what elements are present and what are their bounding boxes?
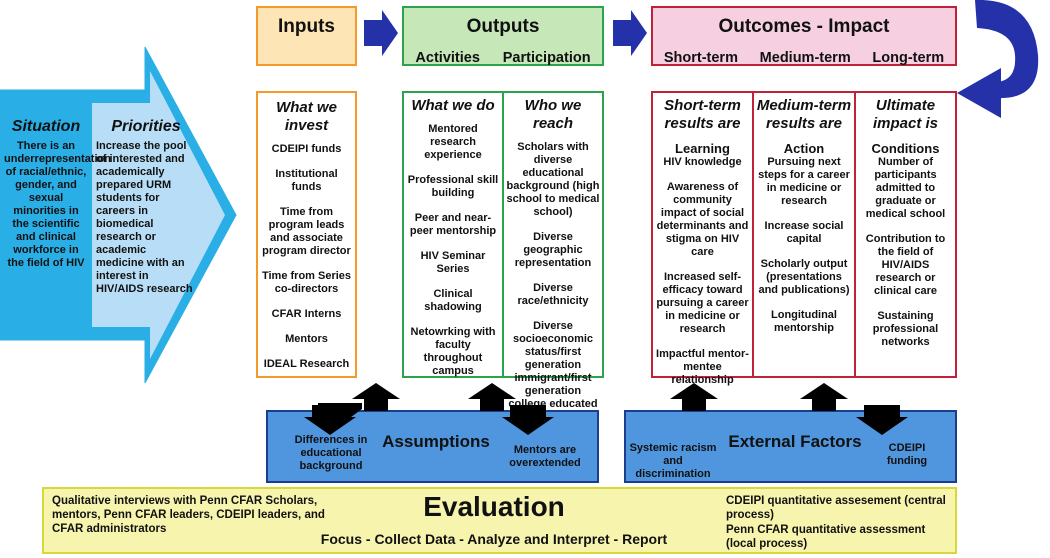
inputs-header: Inputs (256, 6, 357, 66)
ultimate-sub: Conditions (871, 141, 940, 156)
invest-item: CFAR Interns (271, 308, 342, 320)
reach-heading: Who we reach (524, 97, 582, 132)
medium-item: Pursuing next steps for a career in medi… (758, 156, 850, 207)
situation-block: Situation There is an underrepresentatio… (4, 118, 111, 270)
do-item: Peer and near-peer mentorship (409, 212, 497, 237)
ultimate-heading: Ultimate impact is (872, 97, 939, 132)
assumption-left: Differences in educational background (294, 434, 368, 472)
medium-sub: Action (783, 141, 825, 156)
outcomes-header: Outcomes - Impact Short-term Medium-term… (651, 6, 957, 66)
assumptions-box: Differences in educational background As… (266, 410, 599, 483)
medium-term-column: Medium-term results are Action Pursuing … (754, 91, 854, 347)
do-item: Netowrking with faculty throughout campu… (410, 326, 496, 377)
inputs-title: Inputs (278, 16, 335, 37)
do-item: HIV Seminar Series (420, 250, 486, 275)
short-item: HIV knowledge (663, 156, 742, 168)
outcomes-divider (854, 91, 856, 378)
situation-title: Situation (11, 118, 81, 135)
short-item: Increased self-efficacy toward pursuing … (656, 271, 749, 335)
reach-item: Diverse socioeconomic status/first gener… (508, 320, 598, 410)
invest-item: Time from program leads and associate pr… (262, 206, 351, 257)
external-title: External Factors (728, 432, 862, 451)
short-item: Impactful mentor-mentee relationship (656, 348, 749, 386)
arrow-right-icon (364, 10, 398, 56)
reach-item: Diverse race/ethnicity (517, 282, 589, 307)
long-term-label: Long-term (872, 50, 945, 66)
medium-heading: Medium-term results are (756, 97, 852, 132)
medium-item: Increase social capital (764, 220, 844, 245)
arrow-down-icon (304, 405, 356, 435)
medium-item: Longitudinal mentorship (771, 309, 837, 334)
evaluation-right-2: Penn CFAR quantitative assessment (local… (726, 524, 926, 550)
short-sub: Learning (675, 141, 730, 156)
outcomes-divider (752, 91, 754, 378)
priorities-block: Priorities Increase the pool of interest… (96, 118, 196, 296)
evaluation-right-1: CDEIPI quantitative assesement (central … (726, 495, 946, 521)
medium-item: Scholarly output (presentations and publ… (758, 258, 850, 296)
evaluation-title: Evaluation (423, 491, 565, 522)
reach-item: Scholars with diverse educational backgr… (506, 141, 600, 218)
invest-heading: What we invest (276, 99, 337, 134)
arrow-up-icon (352, 383, 400, 411)
invest-item: Institutional funds (275, 168, 338, 193)
short-term-label: Short-term (663, 50, 738, 66)
return-arrow-icon (957, 0, 1039, 118)
arrow-down-icon (856, 405, 908, 435)
evaluation-left: Qualitative interviews with Penn CFAR Sc… (52, 495, 325, 535)
invest-item: Mentors (285, 333, 328, 345)
arrow-up-icon (468, 383, 516, 411)
arrow-right-icon (613, 10, 647, 56)
arrow-up-icon (670, 383, 718, 411)
do-column: What we do Mentored research experience … (404, 91, 502, 390)
priorities-text: Increase the pool of interested and acad… (96, 140, 193, 295)
outputs-divider (502, 91, 504, 378)
short-heading: Short-term results are (664, 97, 741, 132)
ultimate-item: Sustaining professional networks (872, 310, 939, 348)
do-item: Clinical shadowing (424, 288, 482, 313)
ultimate-item: Number of participants admitted to gradu… (865, 156, 946, 220)
situation-text: There is an underrepresentation of racia… (4, 140, 111, 269)
evaluation-subtitle: Focus - Collect Data - Analyze and Inter… (320, 531, 668, 547)
external-right: CDEIPI funding (886, 442, 928, 467)
do-item: Mentored research experience (424, 123, 482, 161)
invest-item: Time from Series co-directors (261, 270, 352, 295)
outputs-header: Outputs Activities Participation (402, 6, 604, 66)
do-heading: What we do (411, 97, 495, 114)
arrow-down-icon (502, 405, 554, 435)
external-factors-box: Systemic racism and discrimination Exter… (624, 410, 957, 483)
outcomes-title: Outcomes - Impact (718, 16, 890, 37)
evaluation-box: Qualitative interviews with Penn CFAR Sc… (42, 487, 957, 554)
medium-term-label: Medium-term (759, 50, 851, 66)
do-item: Professional skill building (407, 174, 499, 199)
priorities-title: Priorities (111, 118, 181, 135)
activities-label: Activities (415, 50, 480, 66)
participation-label: Participation (502, 50, 591, 66)
reach-column: Who we reach Scholars with diverse educa… (504, 91, 602, 423)
situation-arrow (0, 46, 237, 384)
short-term-column: Short-term results are Learning HIV know… (653, 91, 752, 399)
assumptions-title: Assumptions (382, 432, 490, 451)
external-left: Systemic racism and discrimination (629, 442, 717, 480)
invest-item: CDEIPI funds (271, 143, 342, 155)
outputs-title: Outputs (466, 16, 540, 37)
ultimate-column: Ultimate impact is Conditions Number of … (856, 91, 955, 361)
outcomes-box (651, 91, 957, 378)
inputs-column: What we invest CDEIPI funds Institutiona… (256, 91, 357, 378)
arrow-up-icon (800, 383, 848, 411)
ultimate-item: Contribution to the field of HIV/AIDS re… (865, 233, 946, 297)
assumption-right: Mentors are overextended (509, 444, 581, 469)
reach-item: Diverse geographic representation (514, 231, 592, 269)
short-item: Awareness of community impact of social … (656, 181, 749, 258)
invest-item: IDEAL Research (263, 358, 350, 370)
